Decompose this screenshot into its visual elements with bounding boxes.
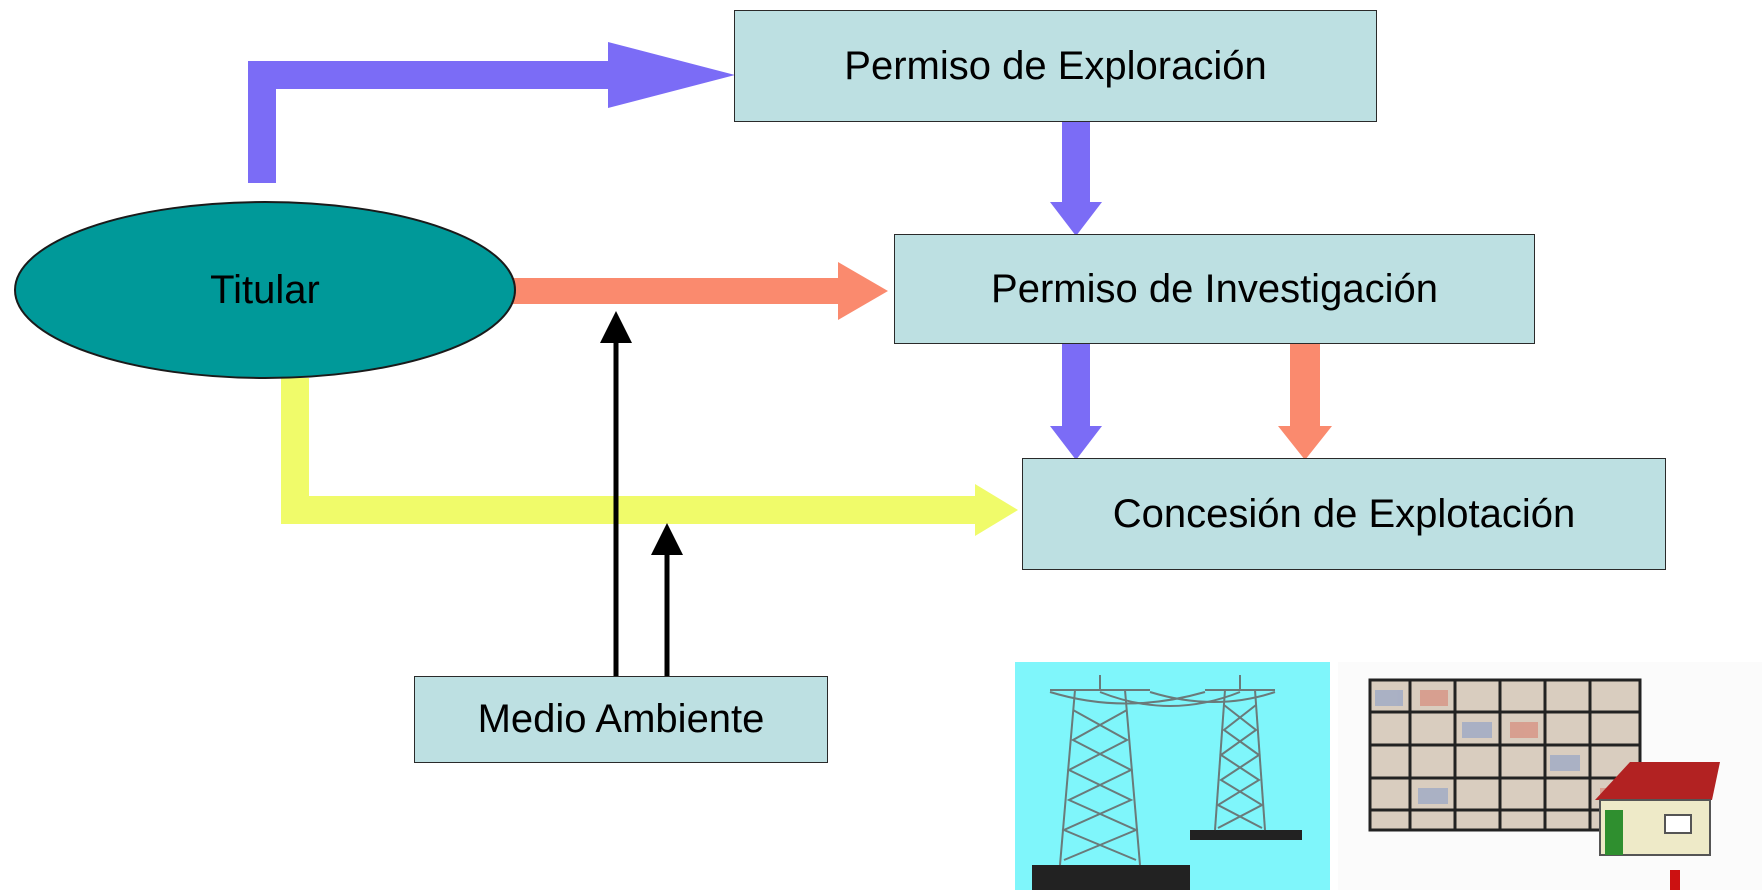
titular-label: Titular xyxy=(210,267,320,312)
building-image xyxy=(1338,662,1762,890)
arrow-environment-to-concession-path xyxy=(651,523,683,676)
investigation-permit-box: Permiso de Investigación xyxy=(894,234,1535,344)
exploitation-concession-box: Concesión de Explotación xyxy=(1022,458,1666,570)
titular-ellipse xyxy=(14,201,516,379)
arrow-investigation-to-concession-blue xyxy=(1050,341,1102,460)
exploration-permit-box: Permiso de Exploración xyxy=(734,10,1377,122)
arrow-exploration-to-investigation xyxy=(1050,120,1102,236)
power-towers-image xyxy=(1015,662,1330,890)
arrow-investigation-to-concession-salmon xyxy=(1278,341,1332,460)
arrow-titular-to-exploration xyxy=(248,42,735,183)
arrow-titular-to-investigation xyxy=(505,262,888,320)
arrow-environment-to-investigation-path xyxy=(600,311,632,676)
arrow-titular-to-concession xyxy=(281,378,1018,536)
environment-box: Medio Ambiente xyxy=(414,676,828,763)
